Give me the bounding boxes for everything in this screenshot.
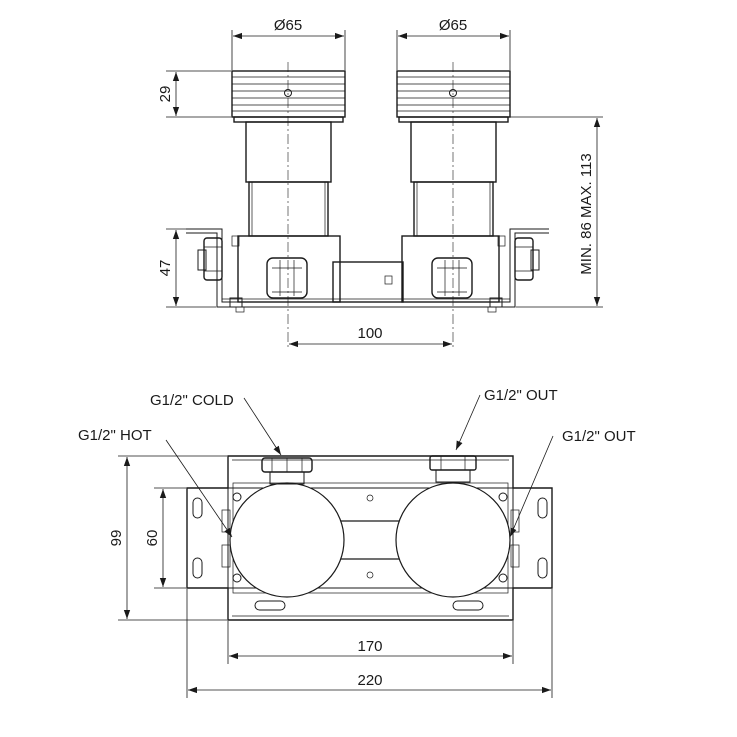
label-out-top: G1/2" OUT [484, 387, 558, 404]
label-width-outer: 220 [357, 672, 382, 689]
leader-out-right [509, 435, 554, 538]
side-connector-left [197, 237, 223, 281]
valve-body-right [395, 482, 511, 598]
fitting-cold [261, 457, 313, 485]
label-out-right: G1/2" OUT [562, 428, 636, 445]
dim-height-inner: 60 [144, 487, 186, 589]
label-right-diameter: Ø65 [439, 17, 467, 34]
label-left-diameter: Ø65 [274, 17, 302, 34]
cartridge-left [231, 70, 346, 237]
bottom-bracket [186, 228, 549, 313]
label-hot: G1/2" HOT [78, 427, 152, 444]
label-box-height: 47 [157, 260, 174, 277]
cartridge-right [396, 70, 511, 237]
label-height-outer: 99 [108, 530, 125, 547]
dim-width-inner: 170 [227, 621, 514, 664]
dim-box-height: 47 [157, 228, 216, 308]
top-view: Ø65 Ø65 29 47 100 MIN. 86 M [157, 17, 603, 350]
dim-height-outer: 99 [108, 455, 227, 621]
valve-box [231, 235, 506, 303]
dim-cap-height: 29 [157, 70, 231, 118]
front-view: G1/2" COLD G1/2" HOT G1/2" OUT G1/2" OUT… [78, 387, 636, 698]
leader-out-top [455, 394, 481, 451]
leader-cold [243, 397, 282, 456]
dim-left-diameter: Ø65 [231, 17, 346, 70]
fitting-out-top [429, 455, 477, 483]
dim-depth-range: MIN. 86 MAX. 113 [510, 116, 603, 308]
dim-width-outer: 220 [186, 589, 553, 698]
valve-body-left [229, 482, 345, 598]
dim-right-diameter: Ø65 [396, 17, 511, 70]
label-cap-height: 29 [157, 86, 174, 103]
label-width-inner: 170 [357, 638, 382, 655]
label-cold: G1/2" COLD [150, 392, 234, 409]
label-height-inner: 60 [144, 530, 161, 547]
dim-center-distance: 100 [289, 325, 452, 348]
side-connector-right [514, 237, 540, 281]
label-depth-range: MIN. 86 MAX. 113 [578, 153, 595, 274]
label-center-distance: 100 [357, 325, 382, 342]
